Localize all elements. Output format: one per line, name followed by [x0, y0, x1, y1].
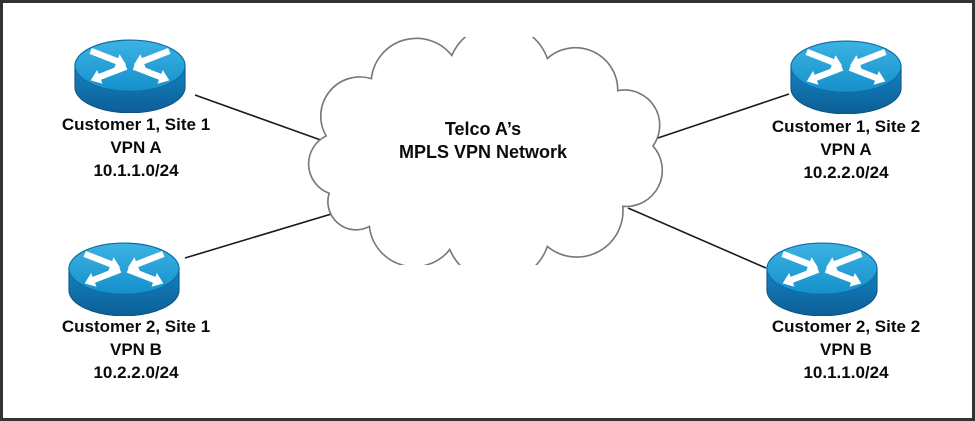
node-vpn: VPN A: [110, 138, 162, 157]
node-vpn: VPN B: [110, 340, 162, 359]
node-title: Customer 1, Site 1: [61, 115, 211, 134]
router-icon-c1s2: [790, 40, 902, 114]
node-subnet: 10.1.1.0/24: [803, 363, 889, 382]
node-title: Customer 2, Site 2: [771, 317, 921, 336]
router-icon-c2s1: [68, 242, 180, 316]
node-title: Customer 2, Site 1: [61, 317, 211, 336]
node-label-c1s1: Customer 1, Site 1 VPN A 10.1.1.0/24: [62, 113, 210, 182]
node-label-c2s2: Customer 2, Site 2 VPN B 10.1.1.0/24: [772, 315, 920, 384]
node-subnet: 10.1.1.0/24: [93, 161, 179, 180]
node-subnet: 10.2.2.0/24: [803, 163, 889, 182]
link-c1s1-to-cloud: [194, 94, 344, 149]
cloud-title-line1: Telco A’s: [444, 119, 522, 139]
router-icon-c2s2: [766, 242, 878, 316]
router-icon-c1s1: [74, 39, 186, 113]
cloud-outline: [307, 37, 663, 265]
node-subnet: 10.2.2.0/24: [93, 363, 179, 382]
node-vpn: VPN A: [820, 140, 872, 159]
node-label-c2s1: Customer 2, Site 1 VPN B 10.2.2.0/24: [62, 315, 210, 384]
node-label-c1s2: Customer 1, Site 2 VPN A 10.2.2.0/24: [772, 115, 920, 184]
network-cloud-icon: [307, 37, 663, 265]
node-title: Customer 1, Site 2: [771, 117, 921, 136]
link-cloud-to-c1s2: [642, 93, 790, 144]
link-cloud-to-c2s2: [627, 207, 767, 269]
cloud-title-line2: MPLS VPN Network: [398, 142, 568, 162]
cloud-label: Telco A’s MPLS VPN Network: [399, 118, 567, 164]
node-vpn: VPN B: [820, 340, 872, 359]
